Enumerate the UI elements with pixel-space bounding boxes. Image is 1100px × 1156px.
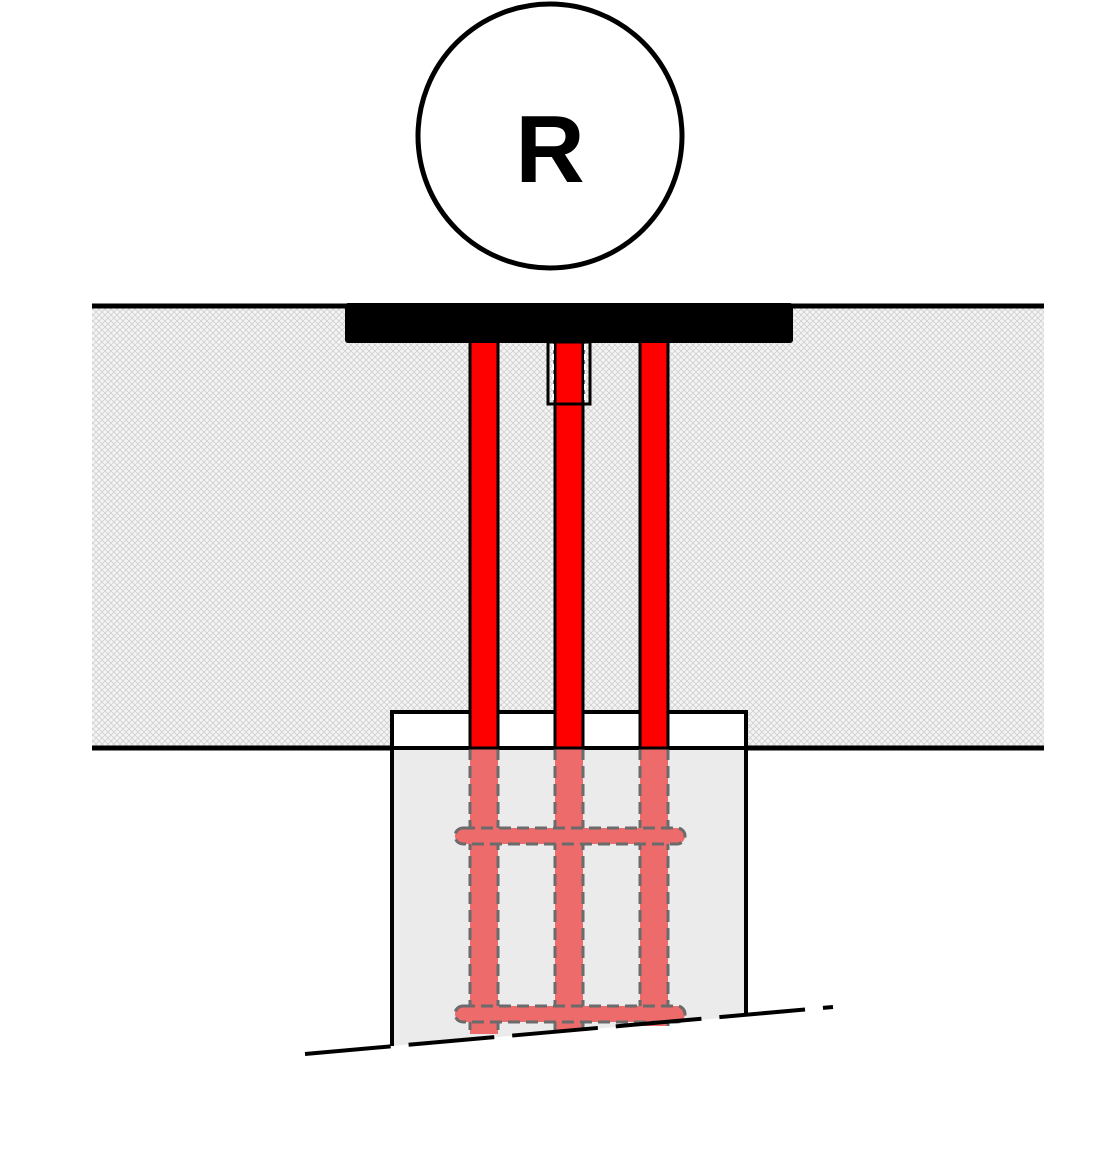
anchor-bars [468, 338, 670, 750]
ground-line-segment [304, 1005, 834, 1056]
anchor-bar-left [468, 338, 500, 750]
embedded-bars [468, 748, 670, 1034]
anchor-bar-middle [553, 338, 585, 750]
anchor-bar-right [638, 338, 670, 750]
label-letter: R [515, 96, 584, 203]
stirrup-upper [453, 826, 687, 846]
embedded-bar-left [470, 748, 498, 1034]
label-marker: R [415, 1, 685, 271]
stirrups [453, 826, 687, 1024]
steel-base-plate [345, 303, 793, 343]
ground-line [304, 1005, 834, 1056]
embedded-bar-middle [555, 748, 583, 1030]
embedded-bar-right [640, 748, 668, 1026]
label-circle [415, 1, 685, 271]
stirrup-lower [453, 1004, 687, 1024]
